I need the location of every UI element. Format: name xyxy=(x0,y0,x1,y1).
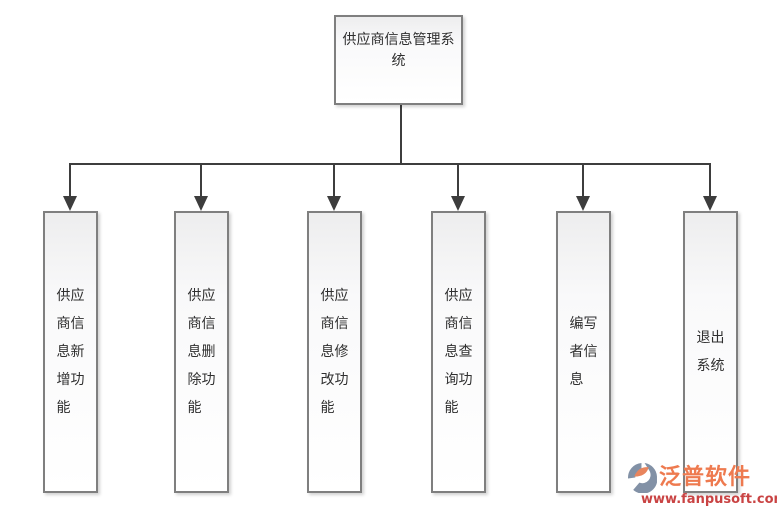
watermark-url-text: www.fanpusoft.com xyxy=(641,492,777,507)
leaf-node-exit-system: 退出系统 xyxy=(683,211,738,493)
arrowhead-3 xyxy=(327,196,341,211)
leaf-node-add-function: 供应商信息新增功能 xyxy=(43,211,98,493)
arrowhead-2 xyxy=(194,196,208,211)
root-node-label: 供应商信息管理系统 xyxy=(342,32,455,69)
leaf-node-author-info: 编写者信息 xyxy=(556,211,611,493)
root-node-system: 供应商信息管理系统 xyxy=(334,15,463,105)
leaf-node-label: 供应商信息删除功能 xyxy=(187,288,216,416)
arrowhead-5 xyxy=(576,196,590,211)
leaf-node-label: 供应商信息修改功能 xyxy=(320,288,349,416)
watermark-brand-text: 泛普软件 xyxy=(659,464,752,490)
leaf-node-label: 供应商信息新增功能 xyxy=(56,288,85,416)
leaf-node-query-function: 供应商信息查询功能 xyxy=(431,211,486,493)
leaf-node-label: 编写者信息 xyxy=(569,316,598,388)
leaf-node-label: 退出系统 xyxy=(696,330,725,374)
fanpu-logo-icon xyxy=(627,463,657,493)
leaf-node-delete-function: 供应商信息删除功能 xyxy=(174,211,229,493)
watermark: 泛普软件 www.fanpusoft.com xyxy=(627,462,777,507)
arrowhead-1 xyxy=(63,196,77,211)
leaf-node-modify-function: 供应商信息修改功能 xyxy=(307,211,362,493)
leaf-node-label: 供应商信息查询功能 xyxy=(444,288,473,416)
arrowhead-6 xyxy=(703,196,717,211)
arrowhead-4 xyxy=(451,196,465,211)
